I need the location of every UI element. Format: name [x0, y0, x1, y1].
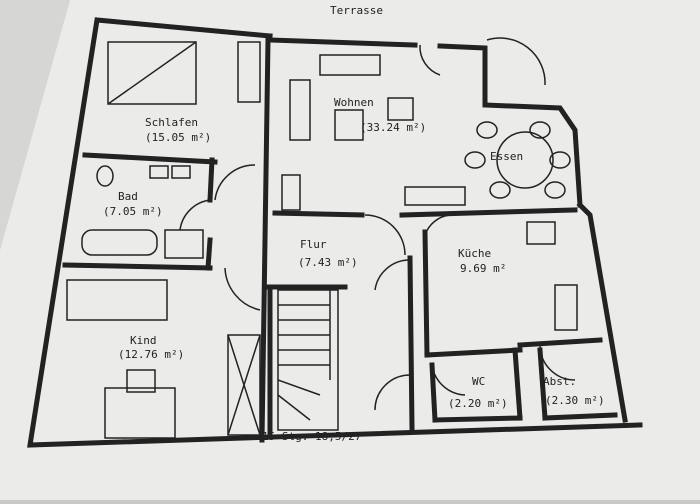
stove: [281, 174, 301, 211]
wardrobe: [237, 41, 261, 103]
cooktop: [526, 221, 556, 245]
room-area-kueche: 9.69 m²: [460, 262, 506, 275]
furniture: [66, 37, 578, 439]
table-surface: [0, 0, 70, 250]
armchair: [387, 97, 414, 121]
room-area-schlafen: (15.05 m²): [145, 131, 211, 144]
room-name-kueche: Küche: [458, 247, 491, 260]
room-labels: Schlafen (15.05 m²) Bad (7.05 m²) Wohnen…: [103, 96, 605, 443]
wardrobe-kind: [227, 334, 261, 436]
room-area-bad: (7.05 m²): [103, 205, 163, 218]
room-name-wc: WC: [472, 375, 485, 388]
room-area-kind: (12.76 m²): [118, 348, 184, 361]
room-name-essen: Essen: [490, 150, 523, 163]
room-area-abst: (2.30 m²): [545, 394, 605, 407]
sideboard: [404, 186, 466, 206]
room-name-flur: Flur: [300, 238, 327, 251]
sofa-top: [319, 54, 381, 76]
desk: [104, 387, 176, 439]
room-name-kind: Kind: [130, 334, 157, 347]
door-arc: [214, 164, 256, 201]
sofa: [289, 79, 311, 141]
toilet: [96, 165, 114, 187]
bed-kind: [66, 279, 168, 321]
room-area-flur: (7.43 m²): [298, 256, 358, 269]
staircase: [277, 289, 339, 431]
room-name-bad: Bad: [118, 190, 138, 203]
terrace-label: Terrasse: [330, 4, 383, 17]
room-area-wohnen: (33.24 m²): [360, 121, 426, 134]
stair-note: 15 Stg. 18,5/27: [262, 430, 361, 443]
room-name-wohnen: Wohnen: [334, 96, 374, 109]
room-name-abst: Abst.: [543, 375, 576, 388]
walls: [27, 17, 643, 448]
sink: [554, 284, 578, 331]
room-area-wc: (2.20 m²): [448, 397, 508, 410]
bathtub: [81, 229, 158, 256]
bed-schlafen: [107, 41, 197, 105]
coffee-table: [334, 109, 364, 141]
dining-table: [496, 131, 554, 189]
room-name-schlafen: Schlafen: [145, 116, 198, 129]
shower: [164, 229, 204, 259]
